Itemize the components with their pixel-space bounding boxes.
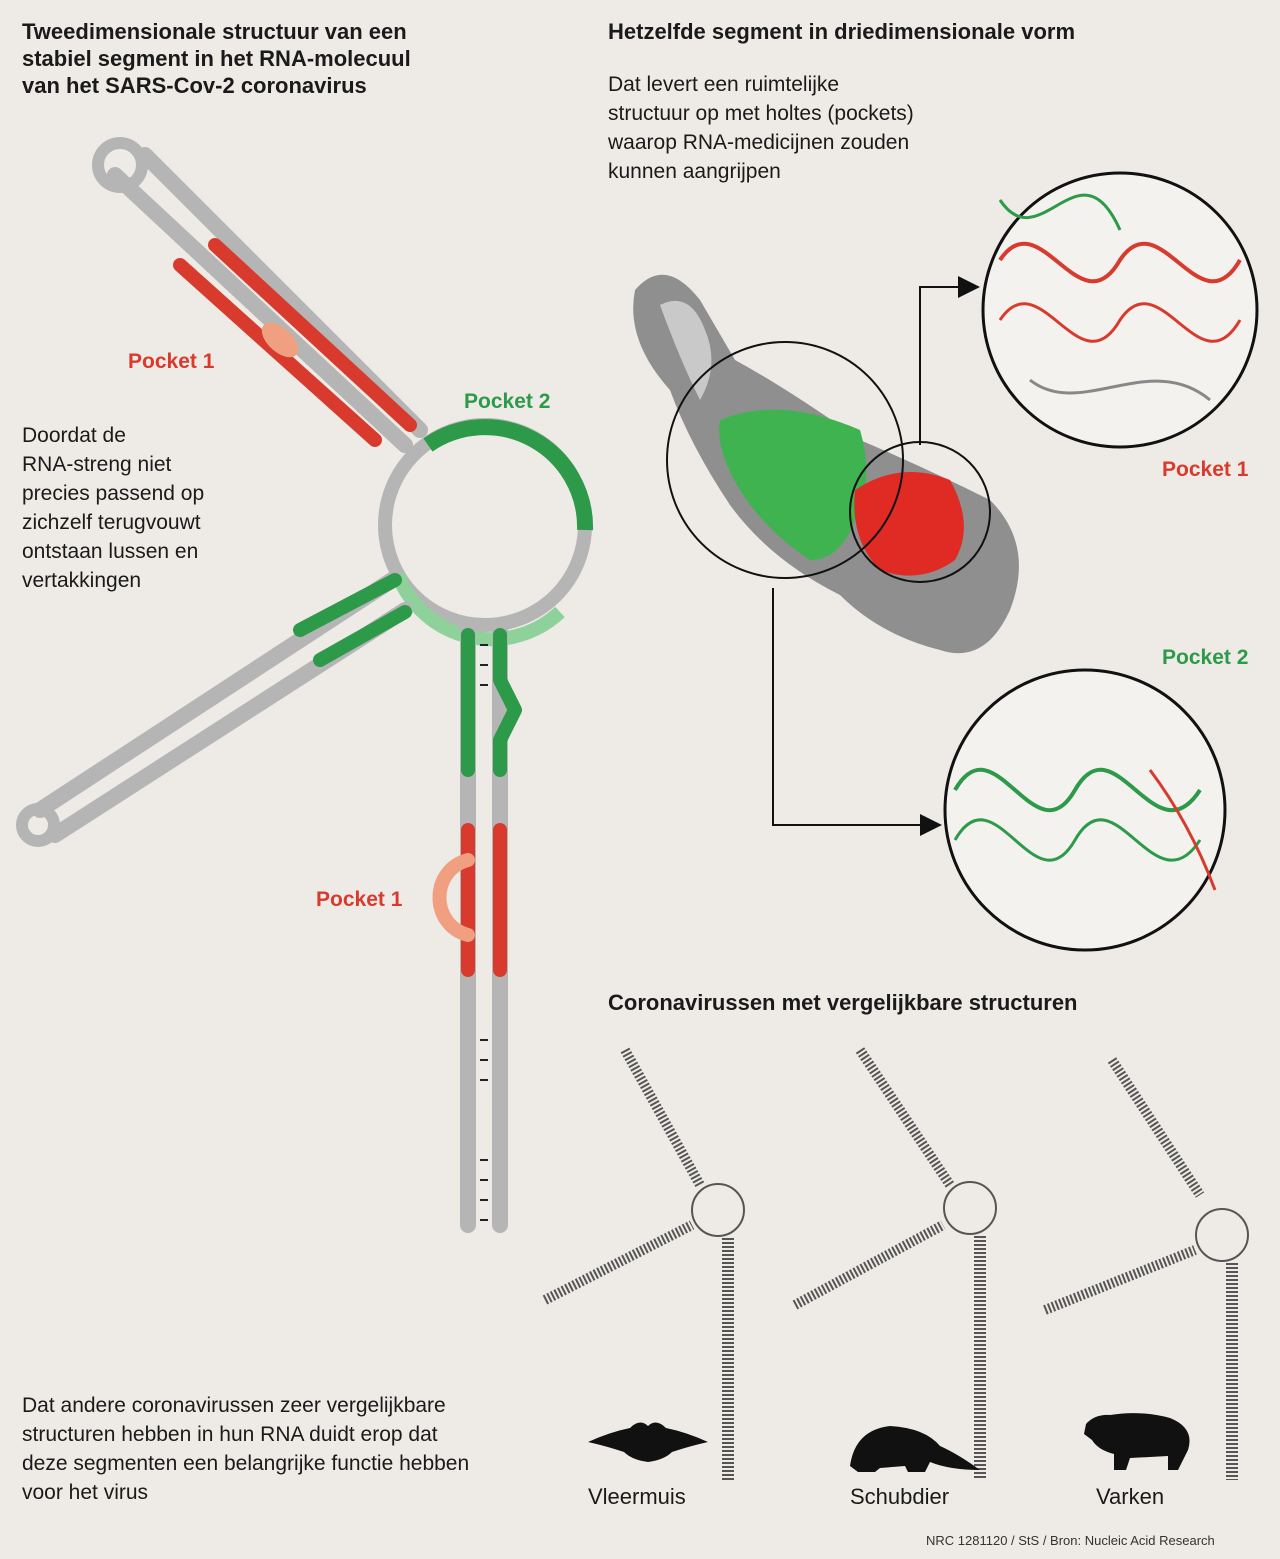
desc-line: zichzelf terugvouwt xyxy=(22,511,201,534)
animal-label: Schubdier xyxy=(850,1484,950,1509)
rna-2d-structure xyxy=(16,137,594,1233)
pangolin-structure xyxy=(792,1047,997,1480)
desc-line: waarop RNA-medicijnen zouden xyxy=(608,131,910,154)
desc-line: RNA-streng niet xyxy=(22,453,172,476)
pig-icon xyxy=(1084,1413,1190,1470)
pocket2-zoom-circle xyxy=(666,341,904,579)
desc-line: precies passend op xyxy=(22,482,205,505)
pangolin-icon xyxy=(850,1426,980,1472)
desc-line: vertakkingen xyxy=(22,569,142,592)
arrow-head xyxy=(920,814,942,836)
desc-line: Dat levert een ruimtelijke xyxy=(608,73,840,96)
desc-line: Dat andere coronavirussen zeer vergelijk… xyxy=(22,1394,446,1417)
pocket1-surface xyxy=(854,472,964,576)
pocket2-label: Pocket 2 xyxy=(464,390,551,413)
pocket2-zoom xyxy=(943,668,1227,952)
desc-line: Doordat de xyxy=(22,424,126,447)
right-description: Dat levert een ruimtelijke structuur op … xyxy=(608,70,914,186)
pocket1-bulge xyxy=(261,322,299,358)
animal-label: Varken xyxy=(1096,1484,1165,1509)
rna-3d-surface xyxy=(633,274,1019,654)
zoom-arrows xyxy=(772,276,980,836)
left-arm xyxy=(16,572,413,847)
desc-line: structuren hebben in hun RNA duidt erop … xyxy=(22,1423,438,1446)
pig-structure xyxy=(1043,1057,1249,1480)
left-description: Doordat de RNA-streng niet precies passe… xyxy=(22,421,204,595)
right-title: Hetzelfde segment in driedimensionale vo… xyxy=(608,19,1076,44)
pocket2-strand-b xyxy=(313,605,412,667)
pocket1-label-top: Pocket 1 xyxy=(128,350,215,373)
upper-left-arm xyxy=(92,137,428,453)
pocket2-loop-highlight xyxy=(423,419,594,531)
animal-label: Vleermuis xyxy=(588,1484,686,1509)
desc-line: deze segmenten een belangrijke functie h… xyxy=(22,1452,470,1475)
left-title-line: stabiel segment in het RNA-molecuul xyxy=(22,46,411,71)
bat-structure xyxy=(542,1047,745,1480)
pocket2-surface xyxy=(719,409,867,560)
arrow-head xyxy=(958,276,980,298)
source-credit: NRC 1281120 / StS / Bron: Nucleic Acid R… xyxy=(926,1533,1215,1548)
left-title-line: van het SARS-Cov-2 coronavirus xyxy=(22,73,367,98)
pocket2-label-3d: Pocket 2 xyxy=(1162,646,1249,669)
bottom-description: Dat andere coronavirussen zeer vergelijk… xyxy=(22,1391,469,1507)
desc-line: ontstaan lussen en xyxy=(22,540,199,563)
bat-icon xyxy=(588,1422,708,1462)
pocket2-strand-d xyxy=(493,628,522,777)
grey-surface-highlight xyxy=(660,300,712,400)
hairpin-loop xyxy=(92,137,148,193)
pocket1-label-bottom: Pocket 1 xyxy=(316,888,403,911)
left-title: Tweedimensionale structuur van een stabi… xyxy=(22,18,411,99)
pocket1-label-3d: Pocket 1 xyxy=(1162,458,1249,481)
comparison-title: Coronavirussen met vergelijkbare structu… xyxy=(608,990,1078,1015)
pocket2-strand-a xyxy=(293,573,402,637)
desc-line: structuur op met holtes (pockets) xyxy=(608,102,914,125)
pocket1-bulge xyxy=(432,853,475,942)
comparison-structures xyxy=(542,1047,1249,1480)
bottom-arm xyxy=(432,622,522,1233)
desc-line: kunnen aangrijpen xyxy=(608,160,781,183)
hairpin-loop xyxy=(16,803,60,847)
desc-line: voor het virus xyxy=(22,1481,149,1504)
pocket1-zoom xyxy=(981,171,1259,449)
left-title-line: Tweedimensionale structuur van een xyxy=(22,19,407,44)
pocket1-strand-b xyxy=(208,238,417,432)
